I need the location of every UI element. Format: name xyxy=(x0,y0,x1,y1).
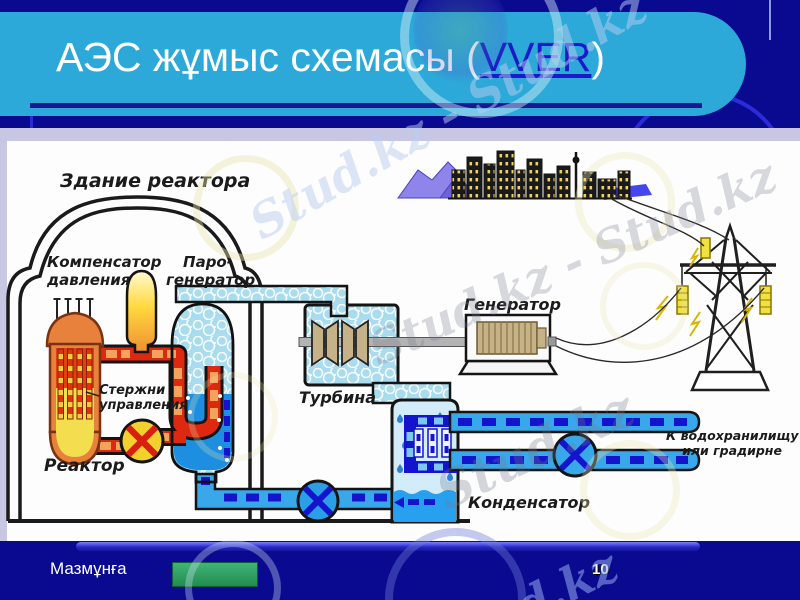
label-steam-generator-line2: генератор xyxy=(166,270,256,289)
turbine-rotors xyxy=(311,319,369,367)
control-rods xyxy=(57,348,93,420)
page-title: АЭС жұмыс схемасы (VVER) xyxy=(56,34,605,81)
label-reservoir: К водохранилищу или градирне xyxy=(666,428,799,459)
footer-divider xyxy=(76,542,700,551)
label-control-rods-line2: управления xyxy=(99,398,188,414)
steam-generator-details xyxy=(170,302,235,484)
steam-pipe xyxy=(174,284,349,318)
label-reactor: Реактор xyxy=(44,456,125,476)
contents-button[interactable] xyxy=(172,562,258,587)
contents-link-label[interactable]: Мазмұнға xyxy=(50,559,127,578)
title-prefix: АЭС жұмыс схемасы ( xyxy=(56,34,480,80)
transmission-tower xyxy=(555,193,776,392)
decor-vline xyxy=(769,0,771,40)
label-turbine: Турбина xyxy=(299,388,377,407)
reactor-vessel xyxy=(45,298,105,466)
label-steam-generator-line1: Паро- xyxy=(183,253,233,271)
label-steam-generator: Паро- генератор xyxy=(166,253,256,289)
cooling-pump xyxy=(552,432,598,478)
decor-nub xyxy=(30,116,33,130)
label-pressurizer: Компенсатор давления xyxy=(47,253,162,289)
feedwater-pump xyxy=(296,479,340,523)
page-number: 10 xyxy=(592,561,609,578)
label-pressurizer-line1: Компенсатор xyxy=(47,253,162,271)
condenser xyxy=(390,398,460,524)
label-reactor-building: Здание реактора xyxy=(60,170,251,192)
label-control-rods: Стержни управления xyxy=(99,383,188,414)
title-underline xyxy=(30,103,702,108)
label-control-rods-line1: Стержни xyxy=(99,383,166,398)
city-skyline xyxy=(397,150,652,200)
title-suffix: ) xyxy=(591,34,606,80)
power-wires xyxy=(555,193,765,363)
label-generator: Генератор xyxy=(464,295,561,314)
pressurizer xyxy=(125,269,158,354)
label-reservoir-line2: или градирне xyxy=(682,442,782,458)
label-reservoir-line1: К водохранилищу xyxy=(666,428,799,443)
label-pressurizer-line2: давления xyxy=(47,270,131,289)
label-condenser: Конденсатор xyxy=(468,493,590,512)
title-bar xyxy=(0,12,746,116)
vver-link[interactable]: VVER xyxy=(479,34,592,80)
lightning-sparks xyxy=(655,247,754,337)
generator xyxy=(457,313,559,376)
primary-pump xyxy=(119,418,165,464)
plant-schematic-svg xyxy=(6,150,776,524)
